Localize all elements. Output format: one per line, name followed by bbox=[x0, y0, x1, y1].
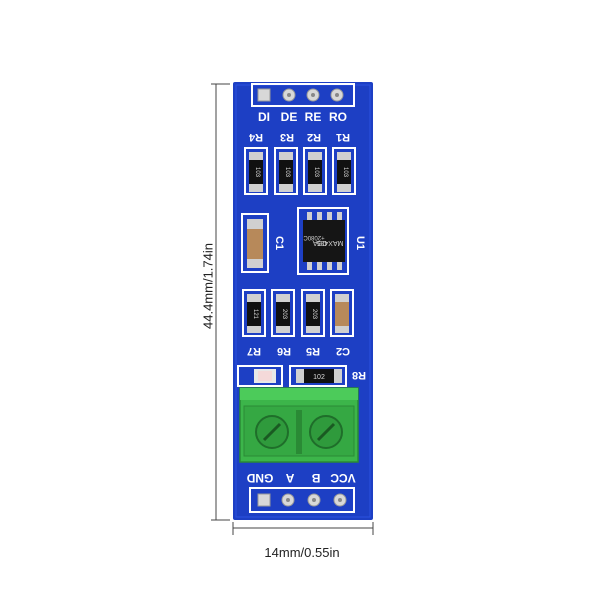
pin-label-a: A bbox=[285, 471, 294, 485]
label-u1: U1 bbox=[354, 236, 366, 250]
screw-terminal bbox=[239, 387, 359, 463]
label-c1: C1 bbox=[273, 236, 285, 250]
label-r5: R5 bbox=[306, 345, 320, 357]
resistor-r1: 103 bbox=[332, 147, 356, 195]
resistor-code: 103 bbox=[342, 167, 348, 178]
resistor-r5: 203 bbox=[301, 289, 325, 337]
resistor-r3: 103 bbox=[274, 147, 298, 195]
label-r7: R7 bbox=[247, 345, 261, 357]
capacitor-c1: C1 bbox=[241, 213, 285, 273]
pin-label-b: B bbox=[311, 471, 320, 485]
mid-components: 121 203 203 bbox=[242, 289, 354, 337]
resistor-code: 103 bbox=[313, 167, 319, 178]
pin-label-re: RE bbox=[305, 110, 322, 124]
resistor-r6: 203 bbox=[271, 289, 295, 337]
resistor-code: 103 bbox=[254, 167, 260, 178]
capacitor-c2 bbox=[330, 289, 354, 337]
resistor-code: 102 bbox=[313, 374, 325, 381]
top-header-pins bbox=[251, 83, 355, 107]
pin-label-di: DI bbox=[258, 110, 270, 124]
resistor-r4: 103 bbox=[244, 147, 268, 195]
resistor-r2: 103 bbox=[303, 147, 327, 195]
label-r8: R8 bbox=[352, 369, 366, 381]
resistor-code: 203 bbox=[311, 309, 317, 320]
pin-label-gnd: GND bbox=[246, 471, 273, 485]
max485-chip: MAX485 CSA +2080C U1 bbox=[297, 207, 366, 275]
bottom-pin-labels: GND A B VCC bbox=[246, 471, 355, 485]
pin-label-vcc: VCC bbox=[330, 471, 356, 485]
pin-label-ro: RO bbox=[329, 110, 347, 124]
resistor-code: 203 bbox=[281, 309, 287, 320]
resistor-code: 103 bbox=[284, 167, 290, 178]
resistor-r7: 121 bbox=[242, 289, 266, 337]
top-resistors: 103 103 103 103 bbox=[244, 147, 356, 195]
chip-text-2: CSA bbox=[312, 239, 327, 246]
label-r2: R2 bbox=[307, 131, 321, 143]
resistor-r8: 102 R8 bbox=[289, 365, 366, 387]
label-c2: C2 bbox=[336, 345, 350, 357]
height-dimension-label: 44.4mm/1.74in bbox=[200, 243, 216, 329]
width-dimension-line bbox=[232, 522, 374, 535]
label-r1: R1 bbox=[336, 131, 350, 143]
label-r4: R4 bbox=[248, 131, 263, 143]
label-r6: R6 bbox=[277, 345, 291, 357]
width-dimension-label: 14mm/0.55in bbox=[264, 545, 340, 560]
bottom-header-pins bbox=[249, 487, 355, 513]
led-indicator bbox=[237, 365, 283, 387]
height-dimension-line bbox=[211, 83, 230, 521]
chip-text-3: +2080C bbox=[303, 234, 325, 240]
label-r3: R3 bbox=[280, 131, 294, 143]
chip-text-1: MAX485 bbox=[316, 239, 343, 246]
top-pin-labels: DI DE RE RO bbox=[258, 110, 347, 124]
pin-label-de: DE bbox=[281, 110, 298, 124]
resistor-code: 121 bbox=[252, 309, 258, 320]
mid-labels: R7 R6 R5 C2 bbox=[247, 345, 350, 357]
top-resistor-labels: R4 R3 R2 R1 bbox=[248, 131, 350, 143]
